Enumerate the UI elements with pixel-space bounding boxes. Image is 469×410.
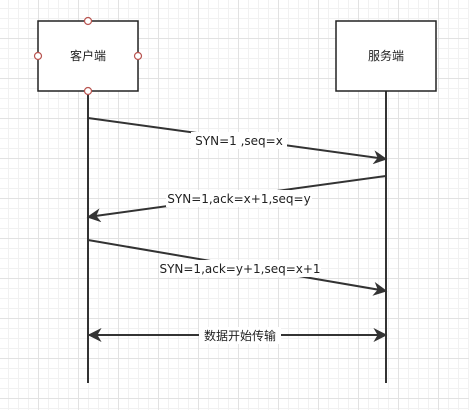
- message-label-2: SYN=1,ack=x+1,seq=y: [167, 192, 310, 206]
- client-box[interactable]: 客户端: [37, 20, 139, 92]
- message-label-3: SYN=1,ack=y+1,seq=x+1: [159, 262, 320, 276]
- message-label-1: SYN=1 ,seq=x: [195, 134, 283, 148]
- resize-handle-right[interactable]: [133, 51, 143, 61]
- server-label: 服务端: [368, 48, 404, 63]
- resize-handle-bottom[interactable]: [83, 86, 93, 96]
- server-box[interactable]: 服务端: [335, 20, 437, 92]
- resize-handle-left[interactable]: [33, 51, 43, 61]
- message-label-4: 数据开始传输: [204, 328, 276, 343]
- resize-handle-top[interactable]: [83, 16, 93, 26]
- client-label: 客户端: [70, 48, 106, 63]
